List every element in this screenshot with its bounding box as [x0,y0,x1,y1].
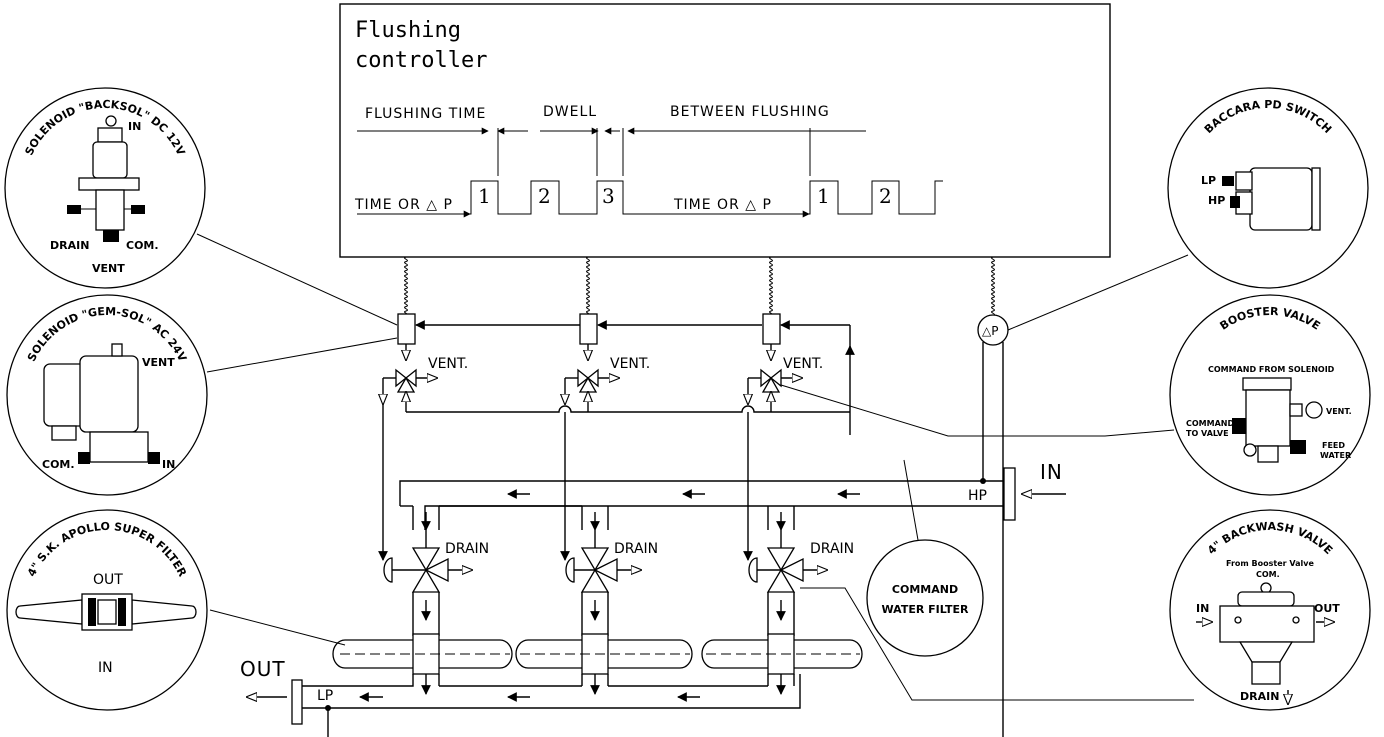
baccara-body [1222,167,1321,231]
backsol-valve-body [67,115,145,242]
booster-cmd-to-valve-1: COMMAND [1186,419,1234,428]
apollo-out: OUT [93,572,123,588]
vent-valve-1 [383,368,437,408]
outlet-label: OUT [240,657,286,681]
controller-title-line1: Flushing [355,18,461,43]
booster-feed-2: WATER [1320,451,1351,460]
backwash-valves: DRAIN DRAIN DRAIN [378,404,854,593]
drain-valve-3 [743,412,827,593]
drain-valve-1 [378,404,472,593]
backwash-com: COM. [1256,570,1280,579]
callout-booster: BOOSTER VALVE COMMAND FROM SOLENOID VENT… [1169,294,1371,496]
backwash-body [1219,582,1315,685]
filter-2 [515,592,693,675]
backwash-drain: DRAIN [1240,690,1279,703]
baccara-hp: HP [1208,194,1225,207]
callout-leaders [196,233,1194,701]
apollo-in: IN [98,660,113,676]
solenoid-2 [579,313,598,345]
pulse-number-2: 2 [538,184,551,208]
booster-body [1232,377,1323,463]
booster-cmd-to-valve-2: TO VALVE [1186,429,1229,438]
callout-solenoid-backsol: SOLENOID "BACKSOL" DC 12V IN DRAIN COM. … [4,87,206,289]
pulse-number-3: 3 [602,184,615,208]
gemsol-valve-body [43,343,160,464]
dp-label: △P [982,324,998,338]
drain-valve-2 [560,412,641,593]
inlet-label: IN [1040,460,1063,484]
apollo-filter-body [15,593,197,631]
pulse-waveform [357,180,943,215]
vent-valve-3 [748,368,802,408]
command-filter-line2: WATER FILTER [882,603,969,616]
time-or-dp-label-1: TIME OR △ P [354,197,453,213]
baccara-lp: LP [1201,174,1216,187]
outlet-flange [291,679,303,725]
backwash-in: IN [1196,602,1209,615]
backsol-com: COM. [126,239,159,252]
inlet-flange [1003,467,1016,521]
control-cables [404,256,995,316]
booster-cmd-from-sol: COMMAND FROM SOLENOID [1208,365,1335,374]
inlet-manifold: IN HP [399,460,1066,531]
booster-feed-1: FEED [1322,441,1345,450]
backsol-in: IN [128,120,141,133]
callout-backwash: 4" BACKWASH VALVE From Booster Valve COM… [1169,509,1371,711]
flushing-time-label: FLUSHING TIME [365,106,486,122]
drain-label-1: DRAIN [445,541,489,557]
command-filter-line1: COMMAND [892,583,958,596]
callout-solenoid-gemsol: SOLENOID "GEM-SOL" AC 24V VENT COM. IN [6,294,208,496]
solenoid-3 [762,313,781,345]
vent-label-2: VENT. [610,356,650,372]
between-flushing-label: BETWEEN FLUSHING [670,104,830,120]
cable-4 [991,256,995,316]
pulse-number-5: 2 [879,184,892,208]
drain-label-3: DRAIN [810,541,854,557]
pulse-number-4: 1 [817,184,830,208]
backsol-vent: VENT [92,262,125,275]
outlet-manifold: OUT LP [240,657,801,737]
drain-label-2: DRAIN [614,541,658,557]
vent-valve-2 [565,368,619,408]
gemsol-in: IN [162,458,175,471]
dwell-label: DWELL [543,104,597,120]
callout-apollo-filter: 4" S.K. APOLLO SUPER FILTER OUT IN [6,509,208,711]
callout-baccara: BACCARA PD SWITCH LP HP [1167,87,1369,289]
solenoid-manifold: VENT. VENT. VENT. [383,313,855,435]
cable-1 [404,256,408,316]
solenoid-1 [397,313,416,345]
dp-sensor: △P [977,314,1009,737]
command-water-filter: COMMAND WATER FILTER [866,459,984,657]
backwash-from-booster: From Booster Valve [1226,559,1314,568]
cable-3 [769,256,773,316]
controller-title-line2: controller [355,48,487,73]
gemsol-com: COM. [42,458,75,471]
flushing-controller: Flushing controller FLUSHING TIME DWELL … [339,3,1111,258]
filter-1 [332,592,513,675]
controller-frame [339,3,1111,258]
lp-label: LP [317,688,333,704]
vent-label-1: VENT. [428,356,468,372]
cable-2 [586,256,590,316]
booster-vent: VENT. [1326,407,1352,416]
time-or-dp-label-2: TIME OR △ P [673,197,772,213]
hp-label: HP [968,488,987,504]
filter-3 [701,592,863,675]
vent-label-3: VENT. [783,356,823,372]
gemsol-vent: VENT [142,356,175,369]
backsol-drain: DRAIN [50,239,89,252]
backwash-out: OUT [1314,602,1340,615]
pulse-number-1: 1 [478,184,491,208]
filter-bank [332,592,863,675]
